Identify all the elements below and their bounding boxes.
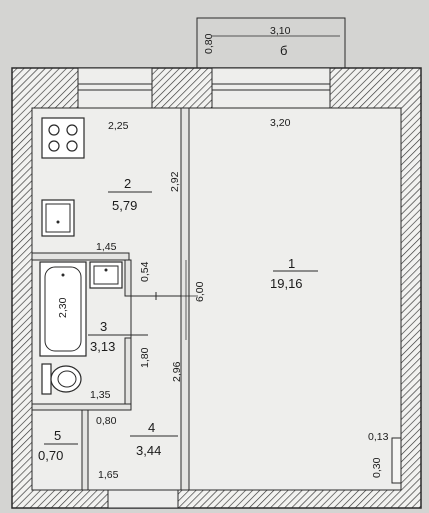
room5-number: 5 bbox=[54, 428, 61, 443]
room4-area: 3,44 bbox=[136, 443, 161, 458]
balcony-outline bbox=[196, 17, 346, 69]
washbasin-icon bbox=[89, 261, 123, 289]
balcony-depth-label: 0,80 bbox=[203, 33, 215, 54]
wall-small-label: 0,13 bbox=[368, 431, 389, 443]
bath-width-label: 1,45 bbox=[96, 241, 117, 253]
room2-area: 5,79 bbox=[112, 198, 137, 213]
bath-bottom-width-label: 1,35 bbox=[90, 389, 111, 401]
dimension-lines bbox=[32, 107, 401, 340]
kitchen-width-label: 2,25 bbox=[108, 120, 129, 132]
balcony-width-label: 3,10 bbox=[270, 25, 291, 37]
kitchen-length-label: 2,92 bbox=[169, 171, 181, 192]
hall-length-label: 2,96 bbox=[171, 361, 183, 382]
room2-number: 2 bbox=[124, 176, 131, 191]
balcony-label: б bbox=[280, 43, 287, 58]
bath-length-label: 2,30 bbox=[57, 297, 69, 318]
floor-area bbox=[31, 107, 402, 491]
label-lines bbox=[44, 191, 318, 445]
room4-number: 4 bbox=[148, 420, 155, 435]
bathtub-icon bbox=[39, 261, 87, 357]
room1-length-label: 6,00 bbox=[194, 281, 206, 302]
stove-icon bbox=[41, 117, 85, 159]
room3-area: 3,13 bbox=[90, 339, 115, 354]
room1-number: 1 bbox=[288, 256, 295, 271]
wall-niche bbox=[391, 437, 402, 484]
room5-area: 0,70 bbox=[38, 448, 63, 463]
room1-window bbox=[211, 67, 331, 109]
kitchen-sink-icon bbox=[41, 199, 75, 237]
room3-number: 3 bbox=[100, 319, 107, 334]
partitions bbox=[31, 107, 190, 491]
room1-area: 19,16 bbox=[270, 276, 303, 291]
entrance-door bbox=[107, 489, 179, 509]
bath-depth-label: 1,80 bbox=[139, 347, 151, 368]
bath-offset-label: 0,54 bbox=[139, 261, 151, 282]
closet-width-label: 0,80 bbox=[96, 415, 117, 427]
doors bbox=[130, 292, 181, 338]
hall-bottom-width-label: 1,65 bbox=[98, 469, 119, 481]
niche-label: 0,30 bbox=[371, 457, 383, 478]
kitchen-window bbox=[77, 67, 153, 109]
toilet-icon bbox=[41, 363, 82, 395]
room1-width-label: 3,20 bbox=[270, 117, 291, 129]
